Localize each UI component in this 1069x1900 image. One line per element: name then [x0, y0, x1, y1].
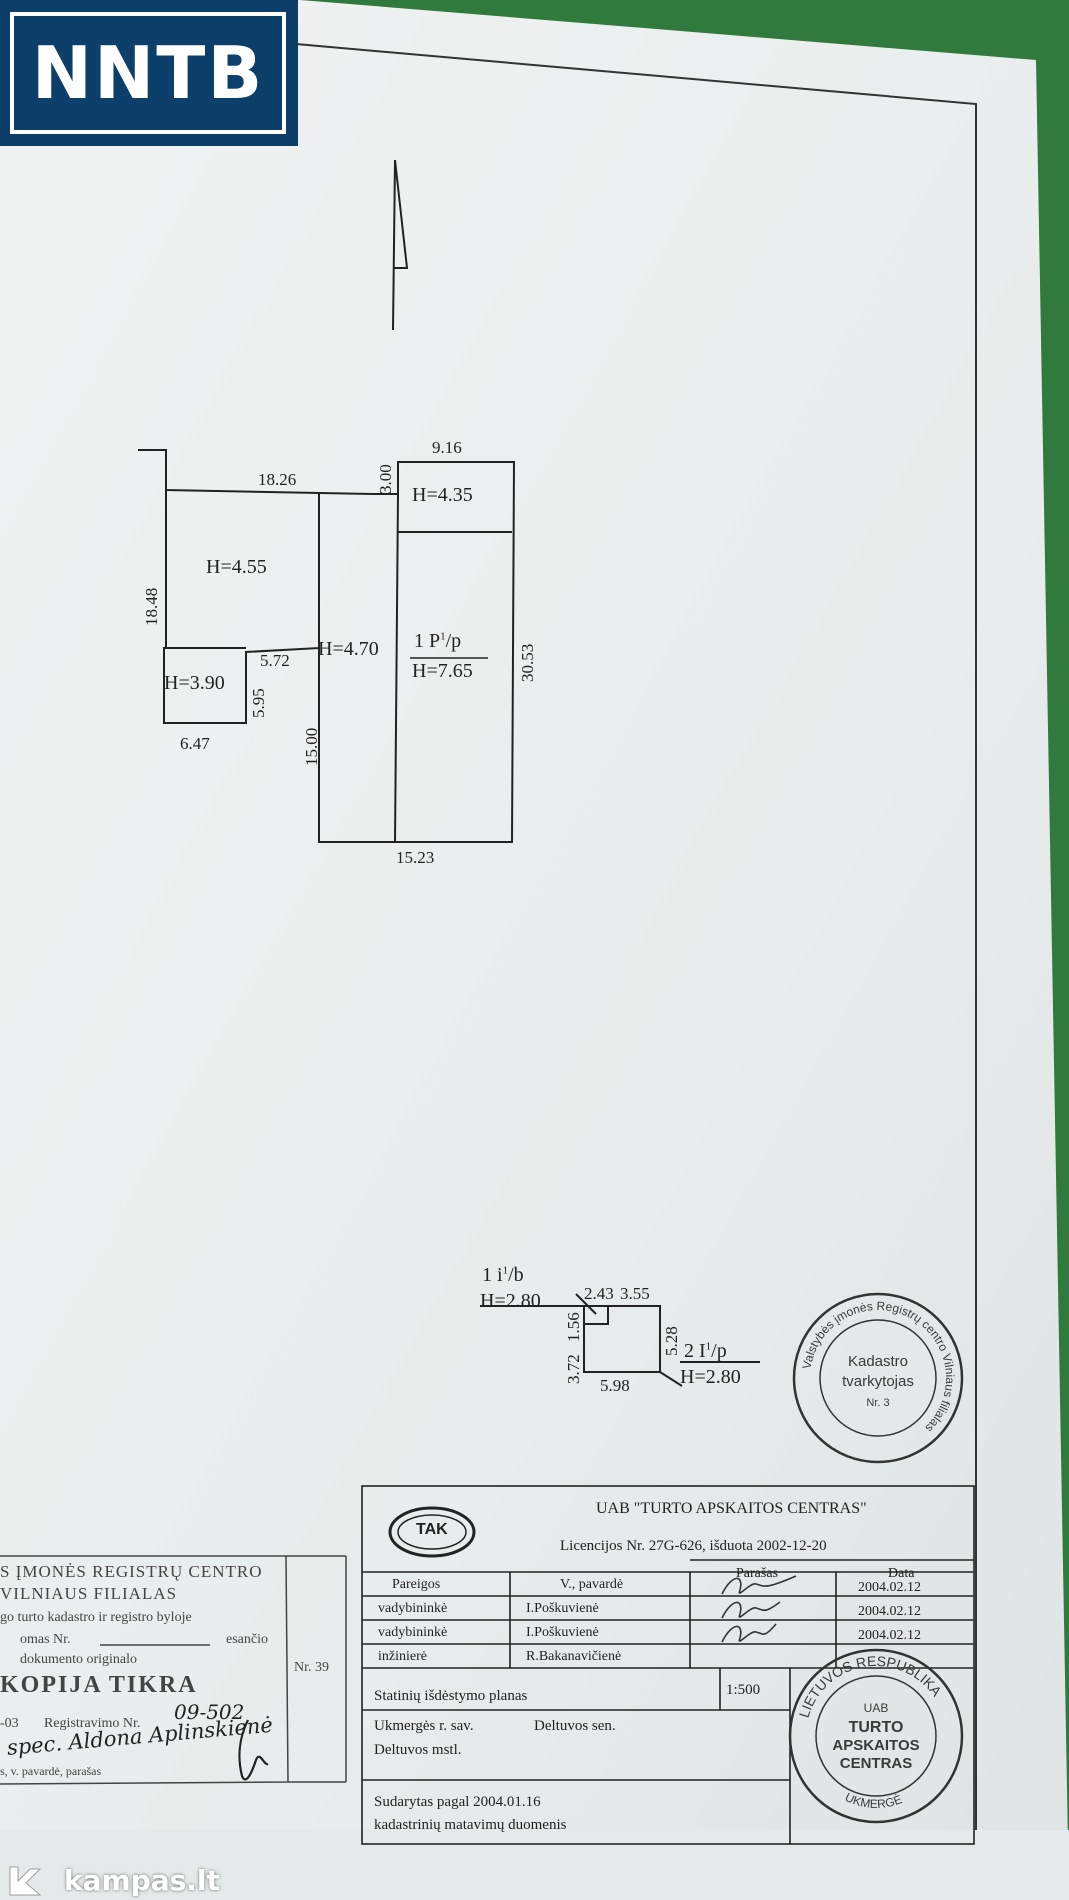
dim-5-98: 5.98	[600, 1376, 630, 1395]
height-7-65: H=7.65	[412, 660, 473, 682]
copy-stamp-signature	[238, 1719, 269, 1781]
row3-role: inžinierė	[378, 1649, 427, 1664]
row3-name: R.Bakanavičienė	[526, 1649, 622, 1664]
label-underline	[410, 657, 488, 659]
header-pareigos: Pareigos	[392, 1577, 441, 1592]
copy-stamp-nr: Nr. 39	[294, 1660, 329, 1675]
height-4-55: H=4.55	[206, 556, 267, 578]
kadastro-stamp: Valstybės įmonės Registrų centro Vilniau…	[792, 1292, 964, 1464]
scale-text: 1:500	[726, 1682, 761, 1698]
height-4-35: H=4.35	[412, 484, 473, 506]
dim-9-16: 9.16	[432, 438, 462, 457]
outbuilding-label-1i: 1 i1/b	[482, 1264, 524, 1286]
address-eldership: Deltuvos sen.	[534, 1718, 616, 1734]
copy-stamp-line6: KOPIJA TIKRA	[0, 1672, 198, 1698]
kadastro-stamp-line3: Nr. 3	[866, 1397, 889, 1409]
document-title: Statinių išdėstymo planas	[374, 1688, 528, 1704]
basis-line1: Sudarytas pagal 2004.01.16	[374, 1794, 541, 1810]
row1-date: 2004.02.12	[858, 1580, 921, 1595]
north-arrow-icon	[392, 159, 409, 331]
tac-stamp-line4: CENTRAS	[840, 1755, 913, 1772]
copy-stamp-line7a: -03	[0, 1716, 19, 1731]
outbuilding-height-1: H=2.80	[480, 1290, 541, 1312]
tac-stamp-line1: UAB	[864, 1701, 889, 1715]
copy-stamp-line4b: esančio	[226, 1632, 268, 1647]
address-municipality: Ukmergės r. sav.	[374, 1718, 474, 1734]
dim-18-26: 18.26	[258, 470, 297, 489]
copy-stamp-line3: go turto kadastro ir registro byloje	[0, 1610, 192, 1625]
copy-stamp-line1: S ĮMONĖS REGISTRŲ CENTRO	[0, 1562, 263, 1581]
tac-logo-text: TAK	[416, 1521, 448, 1538]
dim-6-47: 6.47	[180, 734, 210, 753]
copy-stamp-line5: dokumento originalo	[20, 1652, 138, 1667]
building-label-1p: 1 P1/p	[414, 630, 462, 652]
basis-line2: kadastrinių matavimų duomenis	[374, 1817, 567, 1833]
address-town: Deltuvos mstl.	[374, 1742, 462, 1758]
row1-name: I.Poškuvienė	[526, 1601, 599, 1616]
licence-text: Licencijos Nr. 27G-626, išduota 2002-12-…	[560, 1538, 827, 1554]
dim-15-23: 15.23	[396, 848, 435, 867]
copy-stamp-line4a: omas Nr.	[20, 1632, 71, 1647]
tac-stamp-line3: APSKAITOS	[832, 1737, 919, 1754]
height-4-70: H=4.70	[318, 638, 379, 660]
dim-3-55: 3.55	[620, 1284, 650, 1303]
kampas-watermark: kampas.lt	[0, 1860, 330, 1900]
copy-stamp-handwritten-reg: 09-502	[174, 1700, 245, 1724]
dim-5-72: 5.72	[260, 651, 290, 670]
tac-stamp-line2: TURTO	[849, 1719, 904, 1736]
header-parasas: Parašas	[736, 1566, 778, 1581]
header-data: Data	[888, 1566, 915, 1581]
row1-role: vadybininkė	[378, 1601, 448, 1616]
outbuilding-height-2: H=2.80	[680, 1366, 741, 1388]
dim-2-43: 2.43	[584, 1284, 614, 1303]
tac-logo-icon	[388, 1506, 476, 1558]
company-name: UAB "TURTO APSKAITOS CENTRAS"	[596, 1500, 867, 1517]
row2-name: I.Poškuvienė	[526, 1625, 599, 1640]
nntb-badge-frame: NNTB	[10, 12, 286, 134]
row2-date: 2004.02.12	[858, 1604, 921, 1619]
copy-stamp-line8: s, v. pavardė, parašas	[0, 1764, 102, 1778]
kampas-watermark-text: kampas.lt	[64, 1863, 220, 1897]
signatures	[721, 1575, 797, 1643]
row2-role: vadybininkė	[378, 1625, 448, 1640]
nntb-badge: NNTB	[0, 0, 298, 146]
kadastro-stamp-line2: tvarkytojas	[842, 1373, 914, 1390]
nntb-badge-text: NNTB	[31, 31, 265, 115]
kampas-logo-icon	[9, 1866, 42, 1896]
outbuilding-label-2i: 2 I1/p	[684, 1340, 727, 1362]
tac-round-stamp: LIETUVOS RESPUBLIKA UKMERGĖ UAB TURTO AP…	[788, 1648, 964, 1824]
copy-stamp-line2: VILNIAUS FILIALAS	[0, 1584, 178, 1603]
header-pavarde: V., pavardė	[560, 1577, 624, 1592]
copy-stamp-line7b: Registravimo Nr.	[44, 1716, 141, 1731]
row3-date: 2004.02.12	[858, 1628, 921, 1643]
height-3-90: H=3.90	[164, 672, 225, 694]
kadastro-stamp-line1: Kadastro	[848, 1353, 908, 1370]
